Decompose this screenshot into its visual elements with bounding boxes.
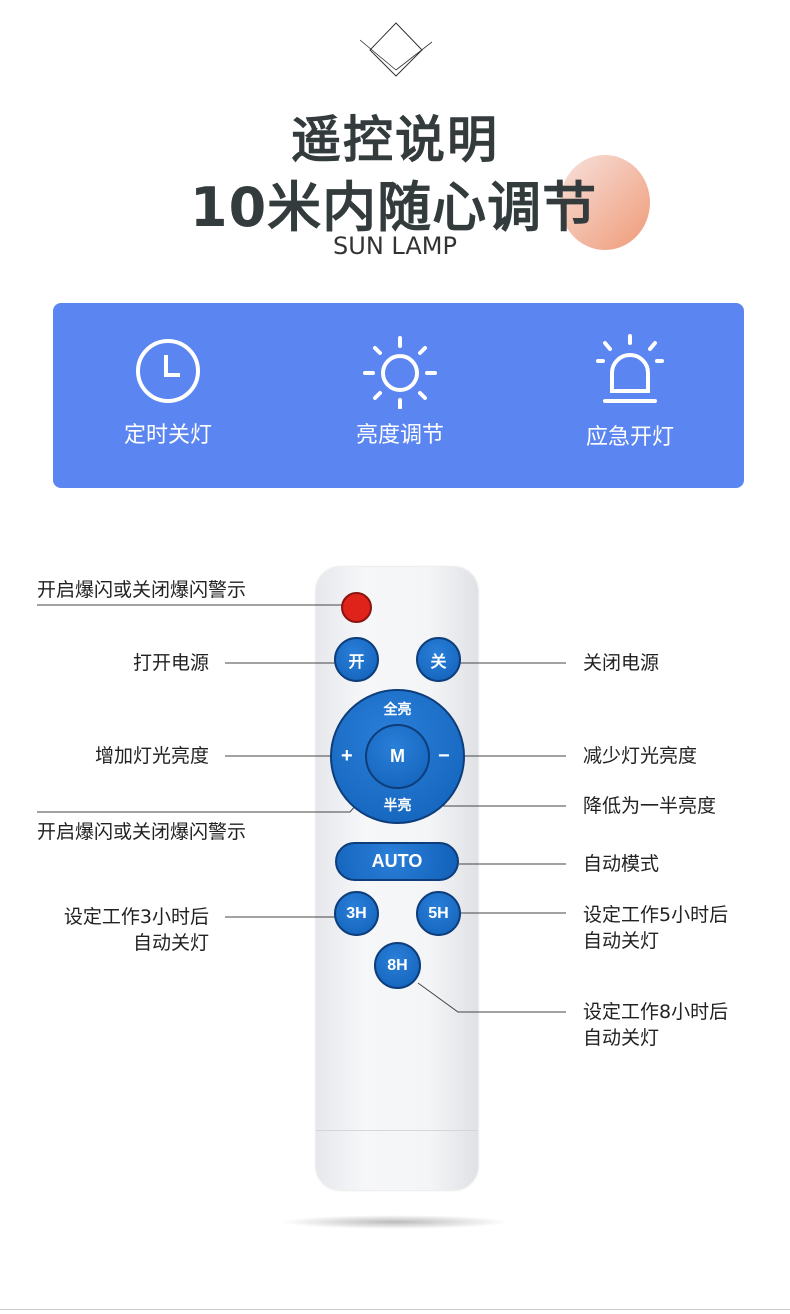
label-decrease: 减少灯光亮度 [583, 745, 698, 767]
label-8h: 设定工作8小时后自动关灯 [583, 999, 728, 1051]
sun-icon [363, 336, 437, 409]
label-5h-line1: 设定工作5小时后 [583, 904, 729, 926]
label-8h-line1: 设定工作8小时后 [583, 1001, 729, 1023]
features-panel: 定时关灯 亮度调节 应急开灯 [53, 303, 744, 488]
feature-label: 定时关灯 [123, 423, 212, 448]
label-flash-top: 开启爆闪或关闭爆闪警示 [37, 579, 247, 601]
bottom-divider [0, 1309, 790, 1310]
feature-emergency: 应急开灯 [530, 333, 730, 451]
page-subtitle: 10米内随心调节 [190, 176, 598, 239]
feature-label: 应急开灯 [585, 425, 674, 450]
power-off-button[interactable]: 关 [416, 637, 461, 682]
plus-button[interactable]: + [341, 745, 353, 767]
label-3h-line2: 自动关灯 [132, 932, 209, 954]
remote-shadow [280, 1215, 510, 1229]
remote-battery-cover [316, 1130, 478, 1190]
feature-label: 亮度调节 [355, 423, 444, 448]
auto-button[interactable]: AUTO [335, 842, 459, 881]
label-3h: 设定工作3小时后自动关灯 [64, 904, 209, 956]
sun-decoration [560, 155, 650, 250]
page-title: 遥控说明 [291, 111, 499, 169]
label-increase: 增加灯光亮度 [94, 745, 209, 767]
mode-button[interactable]: M [365, 724, 430, 789]
feature-brightness: 亮度调节 [300, 333, 500, 449]
label-8h-line2: 自动关灯 [583, 1027, 660, 1049]
label-5h: 设定工作5小时后自动关灯 [583, 902, 728, 954]
label-power-on: 打开电源 [132, 652, 209, 674]
full-bright-button[interactable]: 全亮 [383, 701, 412, 717]
timer-8h-button[interactable]: 8H [374, 942, 421, 989]
clock-icon [136, 339, 200, 403]
brand-label: SUN LAMP [333, 232, 457, 260]
minus-button[interactable]: − [438, 745, 450, 767]
label-flash-mode: 开启爆闪或关闭爆闪警示 [37, 821, 247, 843]
label-3h-line1: 设定工作3小时后 [63, 906, 209, 928]
label-auto: 自动模式 [583, 853, 660, 875]
label-power-off: 关闭电源 [583, 652, 660, 674]
label-half: 降低为一半亮度 [583, 795, 717, 817]
label-5h-line2: 自动关灯 [583, 930, 660, 952]
timer-5h-button[interactable]: 5H [416, 891, 461, 936]
timer-3h-button[interactable]: 3H [334, 891, 379, 936]
power-on-button[interactable]: 开 [334, 637, 379, 682]
alarm-light-icon [596, 334, 664, 403]
feature-timer: 定时关灯 [68, 333, 268, 449]
flash-button[interactable] [341, 592, 372, 623]
diamond-ornament-icon [360, 22, 432, 77]
half-bright-button[interactable]: 半亮 [383, 797, 412, 813]
